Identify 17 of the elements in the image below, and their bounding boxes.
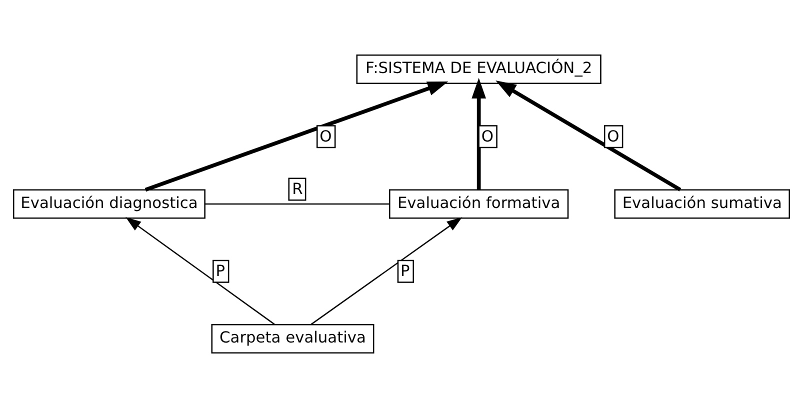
edge-label: P	[400, 261, 410, 280]
edge-label: R	[292, 179, 303, 198]
arrow	[144, 80, 448, 192]
arrow	[310, 216, 462, 324]
edge-label: O	[607, 126, 620, 145]
node-box: Evaluación formativa	[388, 188, 569, 218]
node-box: Evaluación sumativa	[614, 188, 790, 218]
edge-label: P	[216, 261, 226, 280]
node-box: Carpeta evaluativa	[211, 324, 374, 353]
arrow	[496, 80, 682, 191]
arrow	[126, 216, 275, 324]
edge-label: O	[481, 126, 494, 145]
node-box: Evaluación diagnostica	[12, 188, 206, 218]
edge-label: O	[320, 126, 332, 145]
connector	[204, 202, 390, 204]
node-box: F:SISTEMA DE EVALUACIÓN_2	[356, 54, 602, 84]
arrow	[472, 77, 486, 190]
